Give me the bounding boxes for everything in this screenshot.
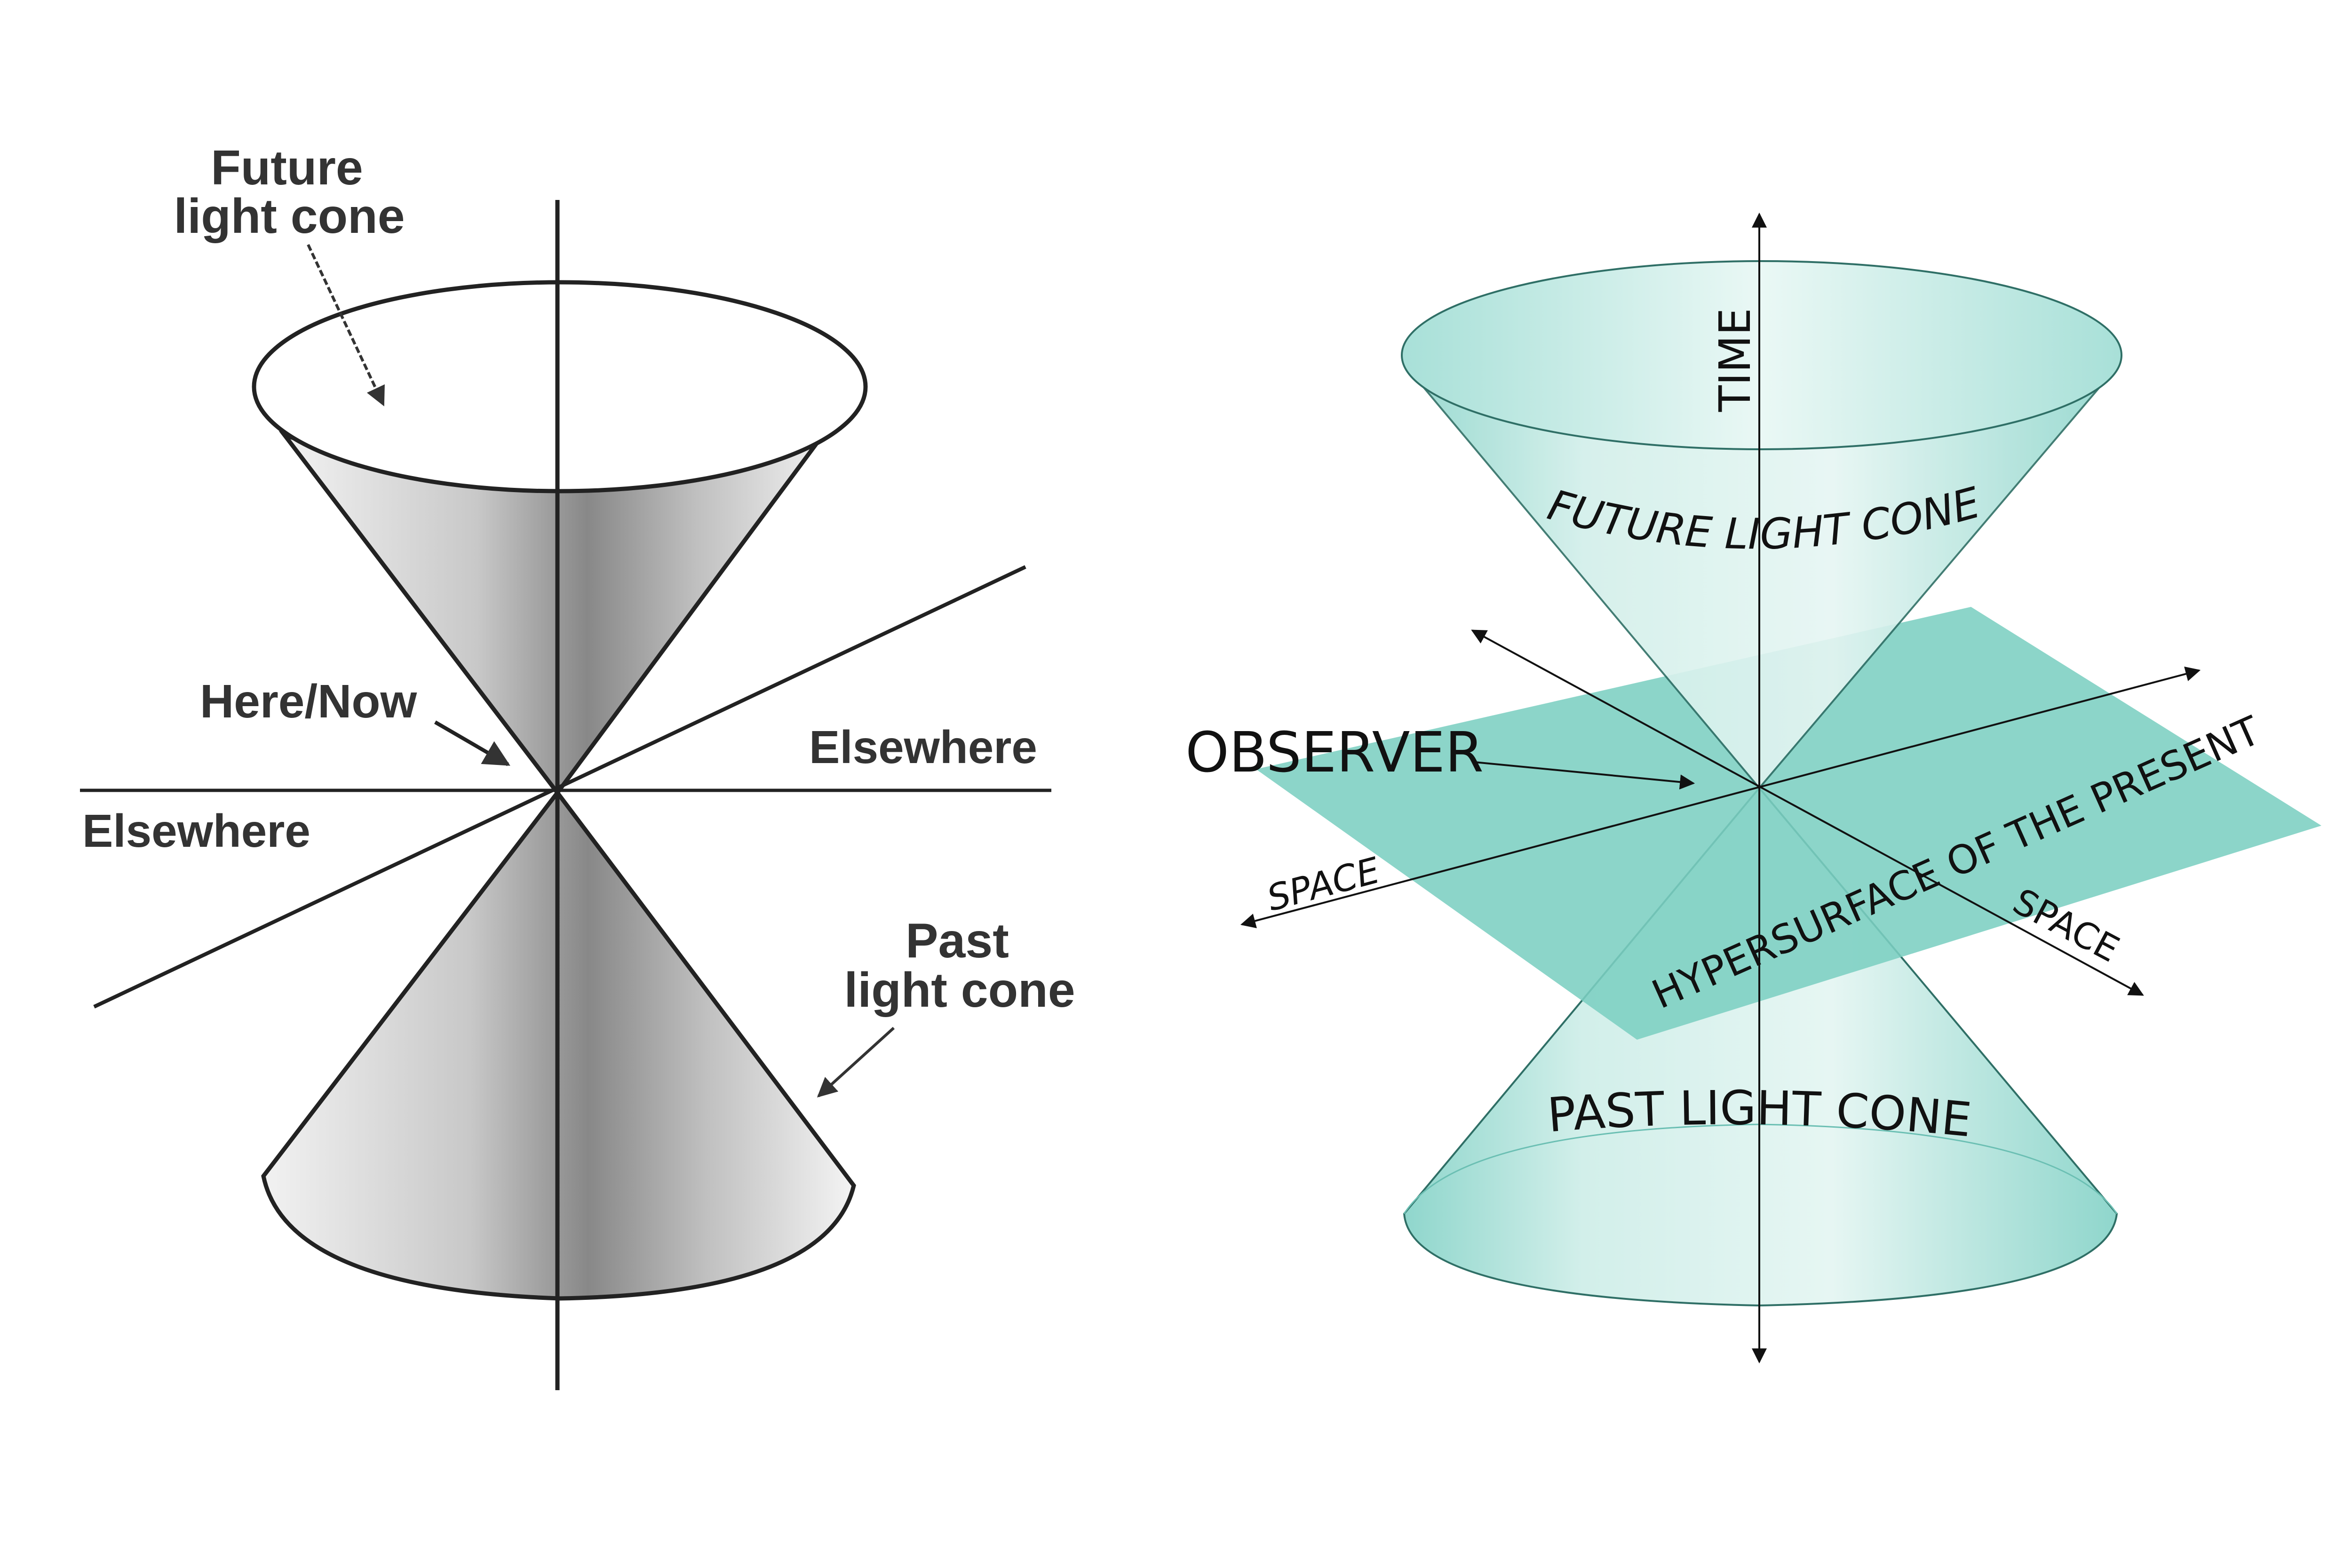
left-diagram: Future light cone Here/Now Elsewhere Els… [80, 141, 1075, 1390]
observer-arrow [1474, 761, 1695, 790]
past-label-arrow [817, 1027, 895, 1098]
future-light-cone-rim [1401, 260, 2122, 450]
space-axis-2 [1471, 629, 2144, 996]
observer-label: OBSERVER [1185, 720, 1484, 785]
past-label-line1: Past [906, 914, 1009, 968]
space-left-label: SPACE [1263, 849, 1384, 919]
here-now-label: Here/Now [200, 675, 417, 728]
left-diagonal-axis [93, 565, 1026, 1009]
past-label-line2: light cone [844, 963, 1075, 1018]
future-label-arrow [307, 244, 385, 406]
future-label-line1: Future [211, 141, 363, 195]
elsewhere-left-label: Elsewhere [82, 805, 310, 857]
here-now-arrow [434, 720, 510, 766]
time-label: TIME [1710, 308, 1760, 413]
right-diagram: TIME FUTURE LIGHT CONE OBSERVER SPACE SP… [1185, 212, 2321, 1364]
future-cone-rim [252, 280, 868, 493]
elsewhere-right-label: Elsewhere [809, 721, 1037, 773]
future-label-line2: light cone [174, 189, 405, 244]
